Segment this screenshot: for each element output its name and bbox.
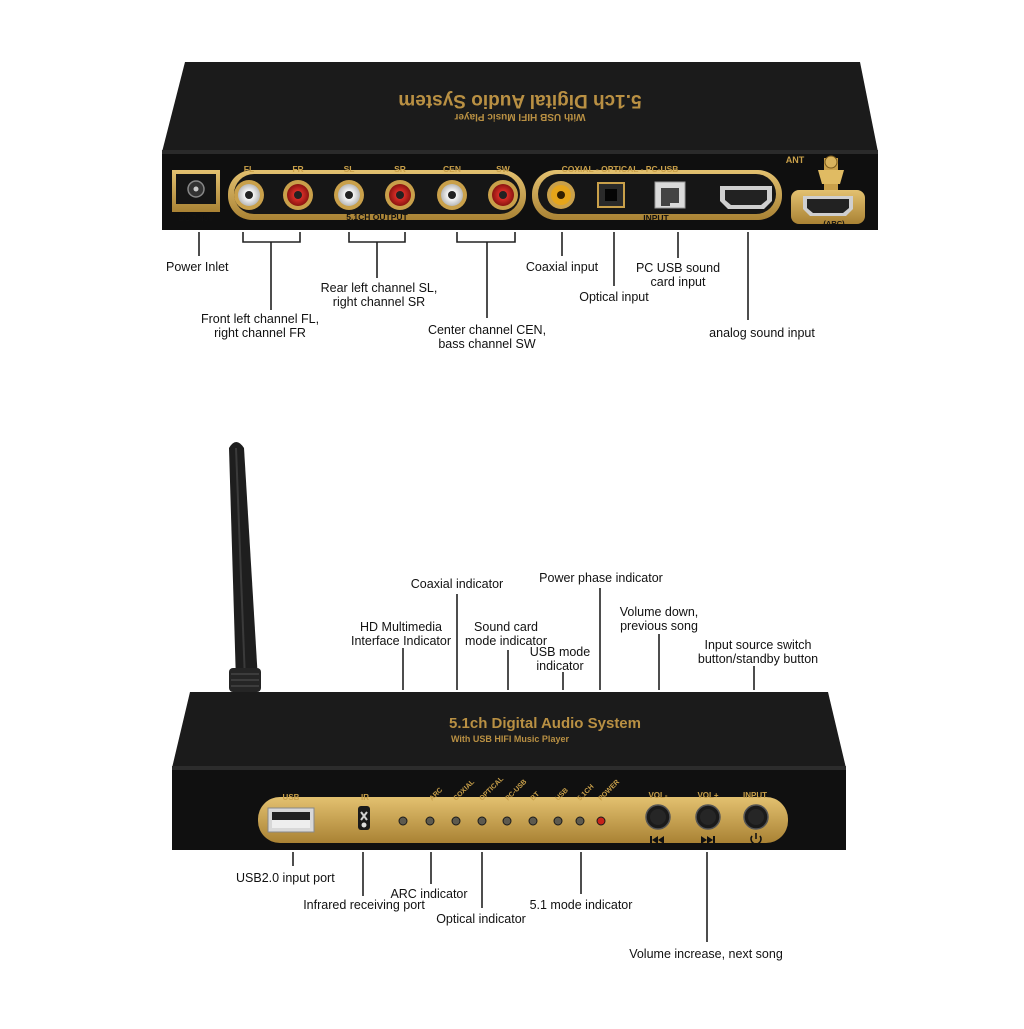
input-standby-button[interactable] [743,804,769,830]
rear-panel-device: 5.1ch Digital Audio System With USB HIFI… [162,62,878,230]
callout-vol-down: Volume down, previous song [619,605,699,633]
rca-jack-sw [488,180,518,210]
callout-hdmi-indicator: HD Multimedia Interface Indicator [350,620,452,648]
rear-title: 5.1ch Digital Audio System [398,90,641,111]
callout-pc-usb: PC USB sound card input [635,261,721,289]
previous-track-icon [650,836,664,844]
led-hdmi [398,816,408,826]
antenna-connector [818,155,844,194]
front-panel-device: 5.1ch Digital Audio System With USB HIFI… [172,692,846,850]
callout-optical-indicator: Optical indicator [436,912,526,926]
rca-jack-fr [283,180,313,210]
indicator-leds [398,816,606,826]
port-label-sr: SR [394,164,406,174]
callout-analog-input: analog sound input [709,326,815,340]
callout-power-phase: Power phase indicator [539,571,663,585]
pc-usb-b-port [654,181,686,209]
port-label-fl: FL [244,164,254,174]
callout-ir-port: Infrared receiving port [303,898,425,912]
led-arc [425,816,435,826]
panel-label-vol-plus: VOL+ [697,791,718,800]
port-label-cen: CEN [443,164,461,174]
optical-jack [597,182,625,208]
callout-optical-input: Optical input [579,290,649,304]
front-device-top-surface [172,692,846,768]
callout-rear-channels: Rear left channel SL, right channel SR [320,281,438,309]
dc-label: DC 7-40V [178,214,214,223]
led-power [596,816,606,826]
next-track-icon [701,836,715,844]
front-subtitle: With USB HIFI Music Player [451,734,569,744]
callout-sound-card: Sound card mode indicator [465,620,547,648]
callout-51-mode: 5.1 mode indicator [529,898,633,912]
port-label-fr: FR [292,164,303,174]
led-51ch [575,816,585,826]
callout-input-switch: Input source switch button/standby butto… [697,638,819,666]
panel-label-vol-minus: VOL- [648,791,667,800]
callout-front-channels: Front left channel FL, right channel FR [200,312,320,340]
output-label: 5.1CH OUTPUT [346,212,408,222]
coaxial-jack [547,181,575,209]
hdmi-analog-port [720,186,772,209]
panel-label-usb: USB [283,793,300,802]
callout-power-inlet: Power Inlet [166,260,229,274]
hdmi-arc-port [803,196,853,216]
led-optical [477,816,487,826]
callout-center-bass: Center channel CEN, bass channel SW [427,323,547,351]
ir-sensor-icon [358,806,370,830]
rca-jack-fl [234,180,264,210]
led-coaxial [451,816,461,826]
callout-coaxial-indicator: Coaxial indicator [410,577,504,591]
arc-label: (ARC) [823,219,845,228]
led-bt [528,816,538,826]
rca-jack-sl [334,180,364,210]
antenna [229,442,261,692]
usb-a-port[interactable] [267,807,315,833]
input-label: INPUT [643,213,669,223]
rear-device-top-surface [162,62,878,152]
front-callout-lines [292,588,755,942]
rca-jack-sr [385,180,415,210]
callout-vol-up: Volume increase, next song [629,947,783,961]
port-label-sl: SL [344,164,355,174]
ant-label: ANT [786,155,805,165]
panel-label-ir: IR [361,793,369,802]
power-standby-icon [750,833,762,845]
callout-coaxial-input: Coaxial input [525,260,599,274]
front-title: 5.1ch Digital Audio System [449,715,641,732]
rear-callout-lines [198,232,749,320]
vol-up-button[interactable] [695,804,721,830]
led-pcusb [502,816,512,826]
panel-label-input: INPUT [743,791,767,800]
input-port-labels: COXIAL - OPTICAL - PC-USB [562,164,679,174]
led-usb [553,816,563,826]
callout-usb-port: USB2.0 input port [236,871,335,885]
rca-jack-cen [437,180,467,210]
callout-usb-mode: USB mode indicator [529,645,591,673]
vol-down-button[interactable] [645,804,671,830]
port-label-sw: SW [496,164,511,174]
rear-subtitle: With USB HIFI Music Player [454,111,585,122]
callout-arc-indicator: ARC indicator [390,887,468,901]
